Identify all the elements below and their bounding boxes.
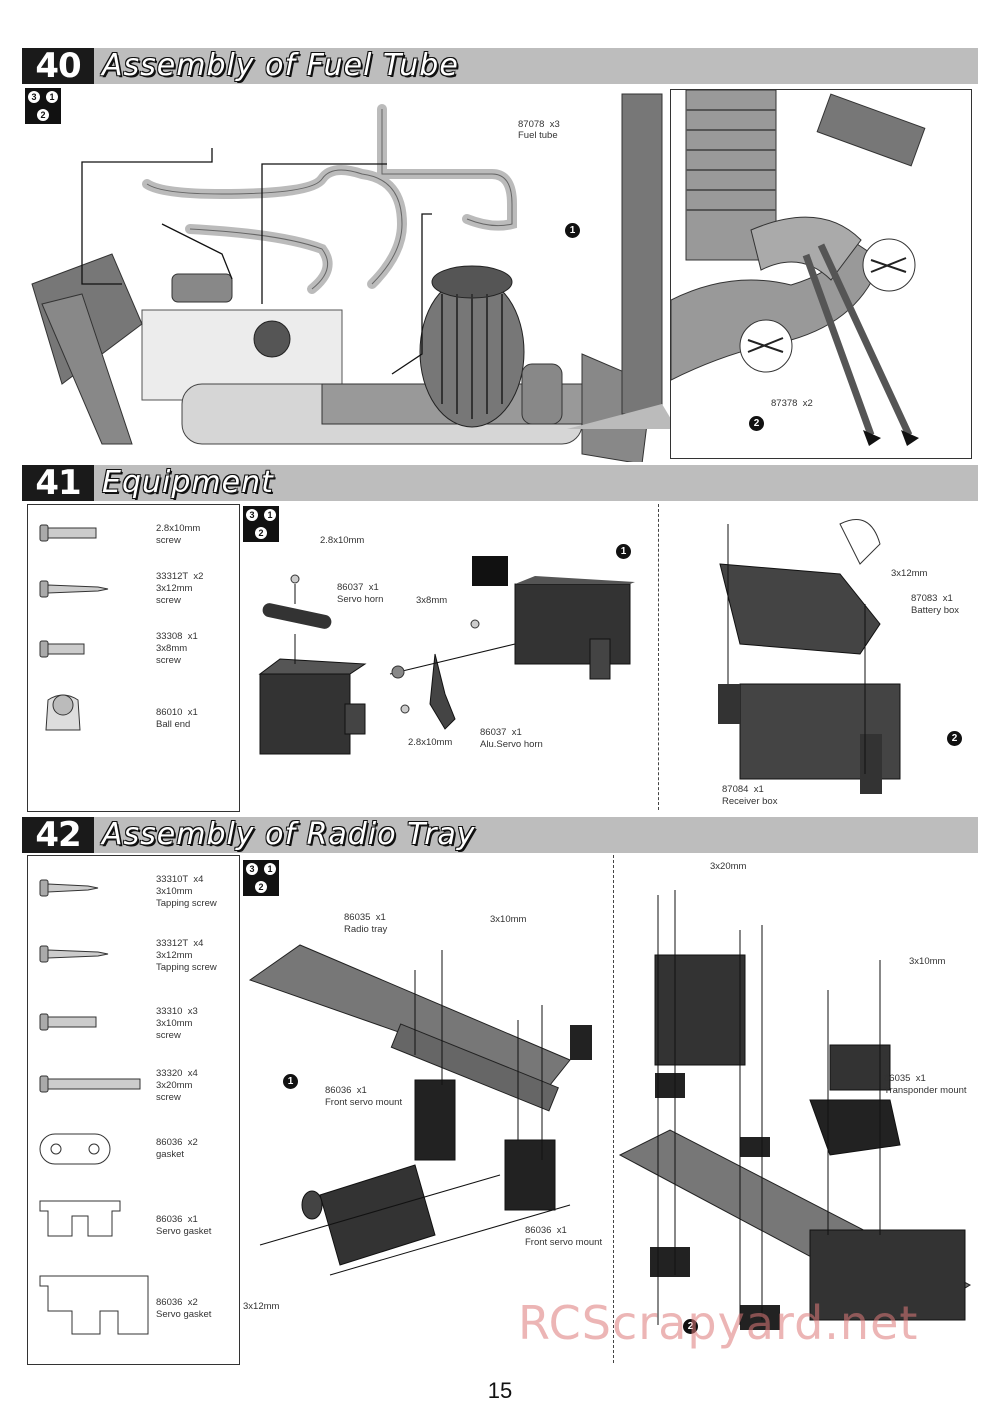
screw-label: 3x12mm bbox=[891, 568, 928, 579]
equipment-illustration bbox=[258, 519, 901, 794]
battery-box-code: 87083 x1 bbox=[911, 593, 953, 604]
part-name: screw bbox=[156, 1030, 181, 1041]
battery-box-name: Battery box bbox=[911, 605, 960, 616]
section-number: 41 bbox=[22, 465, 94, 501]
watermark: RCScrapyard.net bbox=[518, 1296, 919, 1350]
screw-label: 3x12mm bbox=[243, 1301, 280, 1312]
part-name: gasket bbox=[156, 1149, 184, 1160]
step-1-marker: 1 bbox=[283, 1074, 298, 1089]
inset-illustration bbox=[671, 90, 926, 446]
section-title: Assembly of Fuel Tube bbox=[102, 48, 459, 83]
chassis-illustration bbox=[31, 93, 677, 462]
section-41-header: 41 Equipment bbox=[22, 465, 978, 501]
receiver-box-code: 87084 x1 bbox=[722, 784, 764, 795]
tool-code: 87378 x2 bbox=[771, 398, 813, 409]
fuel-tube-name: Fuel tube bbox=[518, 130, 558, 141]
part-name: screw bbox=[156, 1092, 181, 1103]
step-2-marker: 2 bbox=[947, 731, 962, 746]
fuel-tube-code: 87078 x3 bbox=[518, 119, 560, 130]
front-mount-code: 86036 x1 bbox=[325, 1085, 367, 1096]
screw-label: 3x10mm bbox=[909, 956, 946, 967]
part-name: screw bbox=[156, 535, 181, 546]
step-1-marker: 1 bbox=[616, 544, 631, 559]
step-order-badge: 3 1 2 bbox=[243, 860, 279, 896]
parts-illustrations bbox=[39, 524, 109, 731]
part-size: 3x12mm bbox=[156, 583, 193, 594]
screw-label: 2.8x10mm bbox=[408, 737, 453, 748]
part-name: screw bbox=[156, 595, 181, 606]
section-title: Assembly of Radio Tray bbox=[102, 817, 476, 852]
part-code: 86010 x1 bbox=[156, 707, 198, 718]
section-41-parts-list: 2.8x10mm screw 33312T x2 3x12mm screw 33… bbox=[27, 504, 240, 812]
section-40-header: 40 Assembly of Fuel Tube bbox=[22, 48, 978, 84]
radio-tray-illustration bbox=[248, 890, 972, 1330]
section-42-diagram: 3 1 2 86035 x1 Radio tray 3x1 bbox=[240, 855, 976, 1363]
part-size: 3x12mm bbox=[156, 950, 193, 961]
part-size: 3x8mm bbox=[156, 643, 188, 654]
servo-horn-name: Servo horn bbox=[337, 594, 384, 605]
part-name: Servo gasket bbox=[156, 1226, 212, 1237]
page-number: 15 bbox=[487, 1378, 513, 1403]
part-code: 33308 x1 bbox=[156, 631, 198, 642]
part-code: 33310 x3 bbox=[156, 1006, 198, 1017]
screw-label: 2.8x10mm bbox=[320, 535, 365, 546]
part-code: 33312T x2 bbox=[156, 571, 204, 582]
step-2-marker: 2 bbox=[683, 1319, 698, 1334]
receiver-box-name: Receiver box bbox=[722, 796, 778, 807]
section-42-header: 42 Assembly of Radio Tray bbox=[22, 817, 978, 853]
section-number: 40 bbox=[22, 48, 94, 84]
front-mount-code: 86036 x1 bbox=[525, 1225, 567, 1236]
screw-label: 3x8mm bbox=[416, 595, 448, 606]
radio-tray-code: 86035 x1 bbox=[344, 912, 386, 923]
section-number: 42 bbox=[22, 817, 94, 853]
part-code: 86036 x2 bbox=[156, 1137, 198, 1148]
radio-tray-name: Radio tray bbox=[344, 924, 388, 935]
part-code: 86036 x2 bbox=[156, 1297, 198, 1308]
part-size: 3x10mm bbox=[156, 886, 193, 897]
step-1-marker: 1 bbox=[565, 223, 580, 238]
transponder-name: Transponder mount bbox=[884, 1085, 967, 1096]
step-order-badge: 3 1 2 bbox=[25, 88, 61, 124]
step-order-badge: 3 1 2 bbox=[243, 506, 279, 542]
step-divider bbox=[613, 855, 614, 1363]
part-size: 3x10mm bbox=[156, 1018, 193, 1029]
part-name: screw bbox=[156, 655, 181, 666]
section-40-panel: 3 1 2 bbox=[22, 84, 976, 462]
screw-label: 3x10mm bbox=[490, 914, 527, 925]
servo-horn-code: 86037 x1 bbox=[337, 582, 379, 593]
part-code: 33312T x4 bbox=[156, 938, 204, 949]
part-code: 86036 x1 bbox=[156, 1214, 198, 1225]
part-code: 2.8x10mm bbox=[156, 523, 201, 534]
inset-detail: 87378 x2 2 bbox=[670, 89, 972, 459]
part-code: 33310T x4 bbox=[156, 874, 204, 885]
part-name: Tapping screw bbox=[156, 898, 217, 909]
front-mount-name: Front servo mount bbox=[325, 1097, 403, 1108]
section-title: Equipment bbox=[102, 465, 274, 500]
part-code: 33320 x4 bbox=[156, 1068, 198, 1079]
part-name: Ball end bbox=[156, 719, 191, 730]
part-name: Tapping screw bbox=[156, 962, 217, 973]
parts-illustrations bbox=[39, 879, 149, 1335]
section-42-parts-list: 33310T x4 3x10mm Tapping screw 33312T x4… bbox=[27, 855, 240, 1365]
screw-label: 3x20mm bbox=[710, 861, 747, 872]
section-41-diagram: 3 1 2 2.8x10mm 86037 x1 Servo horn 3x8mm… bbox=[240, 504, 976, 810]
step-divider bbox=[658, 504, 659, 810]
alu-horn-code: 86037 x1 bbox=[480, 727, 522, 738]
front-mount-name: Front servo mount bbox=[525, 1237, 603, 1248]
transponder-code: 86035 x1 bbox=[884, 1073, 926, 1084]
step-2-marker: 2 bbox=[749, 416, 764, 431]
alu-horn-name: Alu.Servo horn bbox=[480, 739, 543, 750]
part-name: Servo gasket bbox=[156, 1309, 212, 1320]
part-size: 3x20mm bbox=[156, 1080, 193, 1091]
